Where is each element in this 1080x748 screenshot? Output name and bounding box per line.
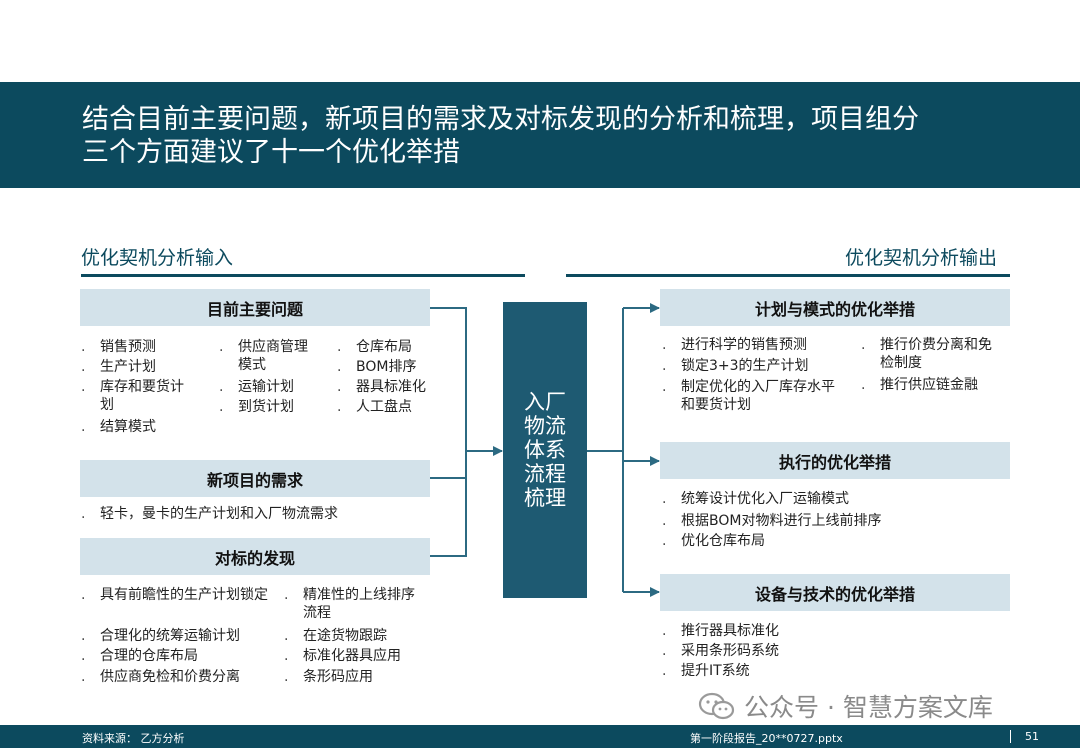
bullet: . bbox=[662, 513, 667, 529]
equipment-band: 设备与技术的优化举措 bbox=[660, 574, 1010, 611]
list-item: .进行科学的销售预测 bbox=[662, 337, 807, 353]
input-heading-rule bbox=[81, 274, 525, 277]
list-item: .到货计划 bbox=[219, 399, 294, 415]
bullet: . bbox=[81, 669, 86, 685]
footer-bar: 资料来源： 乙方分析 第一阶段报告_20**0727.pptx 51 bbox=[0, 725, 1080, 748]
list-item: .供应商管理模式 bbox=[219, 339, 308, 373]
benchmark-band: 对标的发现 bbox=[80, 538, 430, 575]
bullet: . bbox=[861, 337, 866, 353]
list-item: .采用条形码系统 bbox=[662, 643, 779, 659]
input-heading: 优化契机分析输入 bbox=[81, 247, 234, 269]
bullet: . bbox=[337, 379, 342, 395]
input-bracket-line bbox=[430, 307, 467, 557]
list-item: .条形码应用 bbox=[284, 669, 373, 685]
list-item: .推行供应链金融 bbox=[861, 377, 978, 393]
bullet: . bbox=[662, 533, 667, 549]
bullet: . bbox=[662, 337, 667, 353]
bullet: . bbox=[81, 339, 86, 355]
execution-band: 执行的优化举措 bbox=[660, 442, 1010, 479]
bullet: . bbox=[662, 379, 667, 395]
footer-source: 资料来源： 乙方分析 bbox=[82, 732, 185, 745]
list-item: .提升IT系统 bbox=[662, 663, 750, 679]
bullet: . bbox=[219, 399, 224, 415]
list-item: .根据BOM对物料进行上线前排序 bbox=[662, 513, 882, 529]
bullet: . bbox=[81, 419, 86, 435]
list-item: .标准化器具应用 bbox=[284, 648, 401, 664]
page-title-line-2: 三个方面建议了十一个优化举措 bbox=[82, 137, 460, 168]
center-process-label: 入厂物流体系流程梳理 bbox=[524, 390, 566, 510]
list-item: .锁定3+3的生产计划 bbox=[662, 358, 809, 374]
problems-band: 目前主要问题 bbox=[80, 289, 430, 326]
bullet: . bbox=[662, 623, 667, 639]
list-item: .器具标准化 bbox=[337, 379, 426, 395]
list-item: .具有前瞻性的生产计划锁定 bbox=[81, 587, 268, 603]
new-project-band: 新项目的需求 bbox=[80, 460, 430, 497]
page-title: 结合目前主要问题，新项目的需求及对标发现的分析和梳理，项目组分 三个方面建议了十… bbox=[82, 103, 1012, 169]
list-item: .销售预测 bbox=[81, 339, 156, 355]
bullet: . bbox=[81, 359, 86, 375]
bullet: . bbox=[337, 399, 342, 415]
list-item: .优化仓库布局 bbox=[662, 533, 765, 549]
bullet: . bbox=[219, 379, 224, 395]
list-item: .库存和要货计划 bbox=[81, 379, 184, 413]
list-item: .仓库布局 bbox=[337, 339, 412, 355]
list-item: .轻卡，曼卡的生产计划和入厂物流需求 bbox=[81, 506, 338, 522]
center-process-box: 入厂物流体系流程梳理 bbox=[503, 302, 587, 598]
output-heading-rule bbox=[566, 274, 1010, 277]
bullet: . bbox=[81, 628, 86, 644]
footer-divider bbox=[1010, 730, 1011, 743]
bullet: . bbox=[81, 648, 86, 664]
watermark-text: 公众号 · 智慧方案文库 bbox=[744, 693, 993, 722]
footer-filename: 第一阶段报告_20**0727.pptx bbox=[690, 732, 843, 745]
output-heading: 优化契机分析输出 bbox=[845, 247, 998, 269]
title-banner bbox=[0, 82, 1080, 188]
bullet: . bbox=[284, 587, 289, 603]
bullet: . bbox=[662, 643, 667, 659]
bullet: . bbox=[662, 491, 667, 507]
watermark: 公众号 · 智慧方案文库 bbox=[698, 687, 1048, 725]
page-number: 51 bbox=[1025, 730, 1039, 743]
bullet: . bbox=[81, 506, 86, 522]
list-item: .供应商免检和价费分离 bbox=[81, 669, 240, 685]
bullet: . bbox=[662, 358, 667, 374]
bullet: . bbox=[81, 587, 86, 603]
list-item: .精准性的上线排序流程 bbox=[284, 587, 415, 621]
bullet: . bbox=[337, 359, 342, 375]
list-item: .推行价费分离和免检制度 bbox=[861, 337, 992, 371]
bullet: . bbox=[81, 379, 86, 395]
bullet: . bbox=[284, 669, 289, 685]
bullet: . bbox=[337, 339, 342, 355]
page-title-line-1: 结合目前主要问题，新项目的需求及对标发现的分析和梳理，项目组分 bbox=[82, 104, 919, 135]
list-item: .人工盘点 bbox=[337, 399, 412, 415]
list-item: .BOM排序 bbox=[337, 359, 417, 375]
bullet: . bbox=[861, 377, 866, 393]
list-item: .制定优化的入厂库存水平和要货计划 bbox=[662, 379, 835, 413]
wechat-icon bbox=[698, 692, 735, 720]
list-item: .推行器具标准化 bbox=[662, 623, 779, 639]
list-item: .在途货物跟踪 bbox=[284, 628, 387, 644]
list-item: .结算模式 bbox=[81, 419, 156, 435]
list-item: .合理的仓库布局 bbox=[81, 648, 198, 664]
list-item: .统筹设计优化入厂运输模式 bbox=[662, 491, 849, 507]
bullet: . bbox=[662, 663, 667, 679]
list-item: .生产计划 bbox=[81, 359, 156, 375]
list-item: .合理化的统筹运输计划 bbox=[81, 628, 240, 644]
plan-band: 计划与模式的优化举措 bbox=[660, 289, 1010, 326]
list-item: .运输计划 bbox=[219, 379, 294, 395]
bullet: . bbox=[284, 628, 289, 644]
bullet: . bbox=[219, 339, 224, 355]
bullet: . bbox=[284, 648, 289, 664]
